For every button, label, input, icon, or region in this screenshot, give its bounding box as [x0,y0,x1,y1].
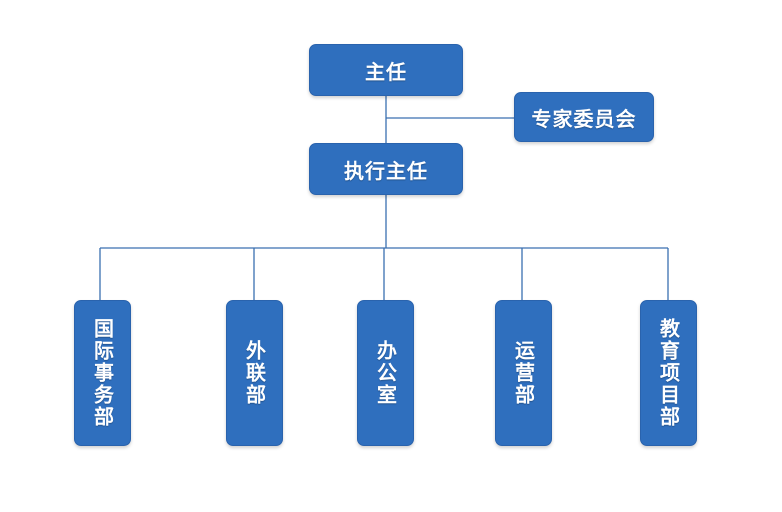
department-label: 运营部 [511,340,536,406]
director-node: 主任 [309,44,463,96]
department-node-education-projects: 教育项目部 [640,300,697,446]
department-node-operations: 运营部 [495,300,552,446]
department-label: 教育项目部 [656,318,681,428]
department-label: 办公室 [373,340,398,406]
department-label: 国际事务部 [90,318,115,428]
director-label: 主任 [365,59,407,84]
department-node-international-affairs: 国际事务部 [74,300,131,446]
executive-director-node: 执行主任 [309,143,463,195]
department-node-external-relations: 外联部 [226,300,283,446]
department-label: 外联部 [242,340,267,406]
expert-committee-label: 专家委员会 [531,106,637,131]
executive-director-label: 执行主任 [344,158,428,183]
expert-committee-node: 专家委员会 [514,92,654,142]
department-node-office: 办公室 [357,300,414,446]
